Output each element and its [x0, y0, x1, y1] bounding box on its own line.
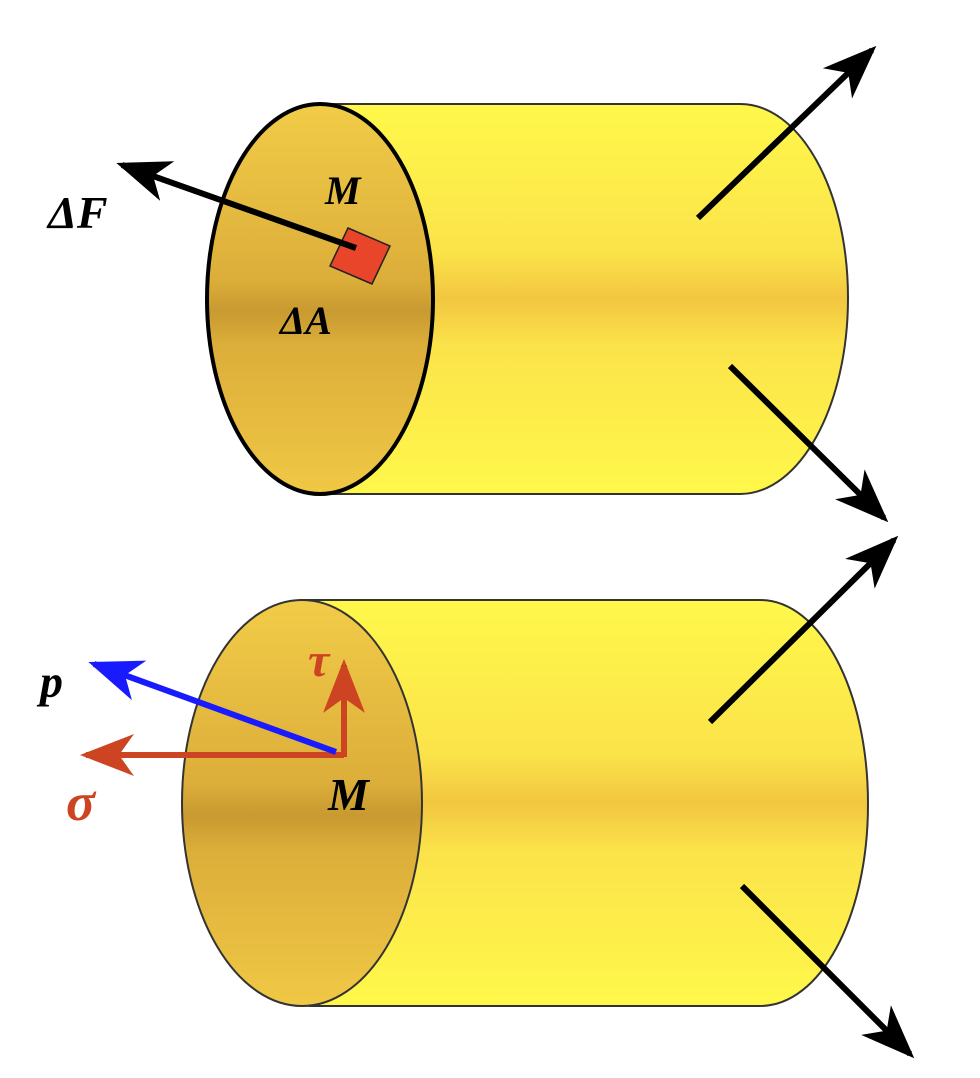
normal-stress-label: σ	[66, 772, 97, 832]
external-force-arrow-up	[695, 45, 877, 221]
shear-stress-label: τ	[308, 634, 331, 687]
point-label-top: M	[324, 168, 362, 213]
external-force-arrow-down-2	[739, 883, 915, 1059]
total-stress-arrow	[88, 660, 338, 755]
point-label-bottom: M	[327, 769, 371, 820]
bottom-cylinder-body	[298, 599, 870, 1007]
top-cylinder	[116, 45, 889, 523]
force-arrow	[116, 161, 358, 251]
top-section-face	[205, 102, 435, 496]
force-label: ΔF	[46, 187, 108, 238]
total-stress-label: p	[36, 656, 63, 707]
area-label: ΔA	[278, 298, 332, 343]
bottom-cylinder	[80, 535, 915, 1059]
bottom-section-face	[181, 599, 423, 1007]
external-force-arrow-down	[727, 363, 889, 523]
external-force-arrow-up-2	[707, 535, 899, 725]
